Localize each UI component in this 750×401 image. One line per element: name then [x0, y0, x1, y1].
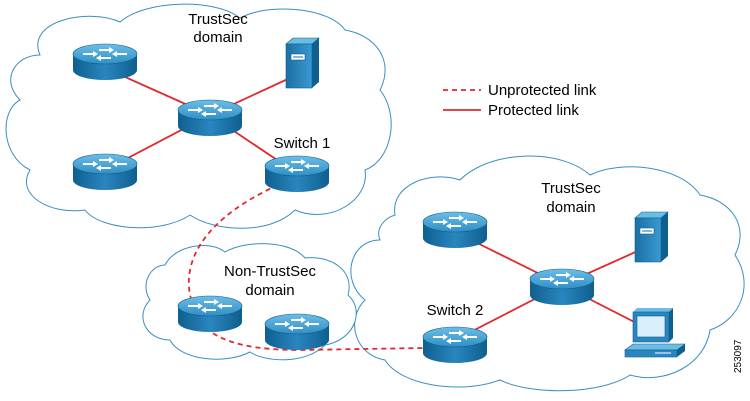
- router-icon: [72, 43, 138, 81]
- router-icon: [72, 153, 138, 191]
- cloud-top-label-line2: domain: [193, 29, 242, 46]
- legend: Unprotected link Protected link: [443, 82, 597, 119]
- figure-id: 253097: [733, 339, 744, 373]
- cloud-right-label-line2: domain: [546, 199, 595, 216]
- server-icon: [285, 37, 320, 89]
- router-icon-switch-2: [422, 326, 488, 364]
- cloud-top-label-line1: TrustSec: [188, 11, 248, 28]
- router-icon: [529, 268, 595, 306]
- legend-protected-label: Protected link: [488, 102, 579, 119]
- cloud-middle-label-line2: domain: [245, 282, 294, 299]
- cloud-middle-label-line1: Non-TrustSec: [224, 263, 316, 280]
- server-icon: [634, 211, 669, 263]
- router-icon: [177, 295, 243, 333]
- router-icon: [177, 99, 243, 137]
- switch-2-label: Switch 2: [427, 302, 484, 319]
- switch-1-label: Switch 1: [274, 135, 331, 152]
- router-icon-switch-1: [264, 155, 330, 193]
- router-icon: [422, 211, 488, 249]
- cloud-right-label-line1: TrustSec: [541, 180, 601, 197]
- legend-unprotected-label: Unprotected link: [488, 82, 597, 99]
- router-icon: [264, 313, 330, 351]
